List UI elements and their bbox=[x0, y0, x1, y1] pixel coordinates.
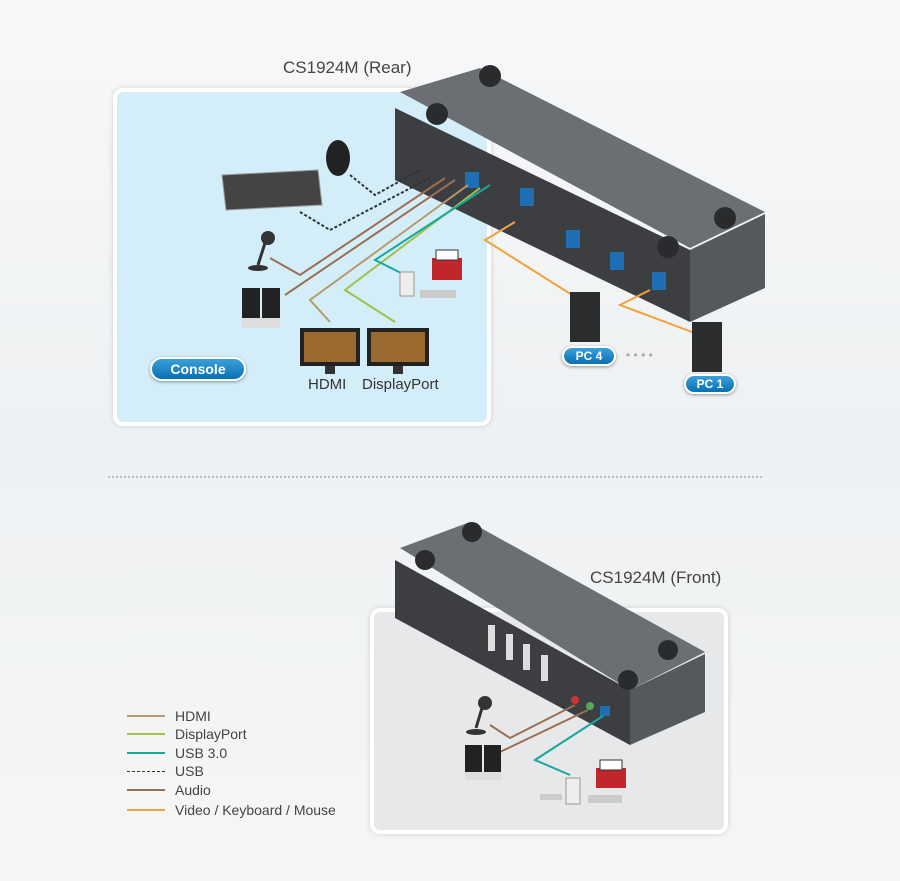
front-audio-cable-mic bbox=[489, 704, 576, 740]
legend-swatch bbox=[127, 789, 165, 791]
front-printer-icon bbox=[596, 759, 626, 788]
pc1-cable bbox=[617, 289, 701, 336]
audio-cable-mic bbox=[269, 177, 446, 277]
legend-item-displayport: DisplayPort bbox=[127, 725, 247, 743]
front-audio-cable-speaker bbox=[499, 709, 589, 753]
legend-swatch bbox=[127, 715, 165, 717]
ellipsis-dots: • • • • bbox=[626, 348, 653, 362]
legend-label: Audio bbox=[175, 782, 211, 798]
pc4-cable bbox=[483, 221, 581, 301]
legend-label: HDMI bbox=[175, 708, 211, 724]
legend-label: USB bbox=[175, 763, 204, 779]
legend-swatch bbox=[127, 770, 165, 772]
usb-cable-mouse bbox=[349, 169, 421, 197]
hdmi-monitor-label: HDMI bbox=[308, 376, 347, 393]
audio-cable-speaker bbox=[284, 179, 456, 296]
displayport-monitor-label: DisplayPort bbox=[362, 376, 439, 393]
printer-icon bbox=[432, 249, 462, 280]
legend-label: Video / Keyboard / Mouse bbox=[175, 802, 336, 818]
front-usb-hub-icon bbox=[540, 777, 622, 805]
legend-item-audio: Audio bbox=[127, 781, 211, 799]
pc4-badge: PC 4 bbox=[562, 346, 616, 366]
usb3-cable bbox=[372, 184, 491, 276]
hdmi-cable bbox=[308, 184, 469, 323]
legend-swatch bbox=[127, 752, 165, 754]
front-microphone-icon bbox=[466, 696, 492, 735]
kvm-switch-rear bbox=[395, 65, 765, 322]
microphone-icon bbox=[248, 231, 275, 271]
pc1-tower-icon bbox=[692, 322, 722, 372]
legend-swatch bbox=[127, 733, 165, 735]
pc4-tower-icon bbox=[570, 292, 600, 342]
pc1-badge: PC 1 bbox=[684, 374, 736, 394]
kvm-switch-front bbox=[395, 522, 705, 745]
displayport-monitor-icon bbox=[367, 328, 429, 374]
legend-swatch bbox=[127, 809, 165, 811]
usb-hub-icon bbox=[399, 271, 456, 298]
speakers-icon bbox=[242, 288, 280, 328]
rear-cables bbox=[269, 169, 701, 336]
keyboard-icon bbox=[221, 169, 323, 211]
rear-title: CS1924M (Rear) bbox=[283, 58, 412, 77]
legend-item-video-keyboard-mouse: Video / Keyboard / Mouse bbox=[127, 801, 336, 819]
front-speakers-icon bbox=[465, 745, 501, 780]
legend-label: DisplayPort bbox=[175, 726, 247, 742]
legend-label: USB 3.0 bbox=[175, 745, 228, 761]
front-title: CS1924M (Front) bbox=[590, 568, 722, 587]
legend-item-usb3: USB 3.0 bbox=[127, 744, 227, 762]
front-usb3-cable bbox=[532, 715, 604, 776]
legend-item-hdmi: HDMI bbox=[127, 707, 211, 725]
console-badge: Console bbox=[150, 357, 246, 381]
usb-cable-keyboard bbox=[299, 177, 431, 232]
hdmi-monitor-icon bbox=[300, 328, 360, 374]
mouse-icon bbox=[326, 140, 350, 176]
section-divider bbox=[108, 476, 762, 478]
legend-item-usb: USB bbox=[127, 762, 204, 780]
front-cables bbox=[489, 704, 604, 776]
